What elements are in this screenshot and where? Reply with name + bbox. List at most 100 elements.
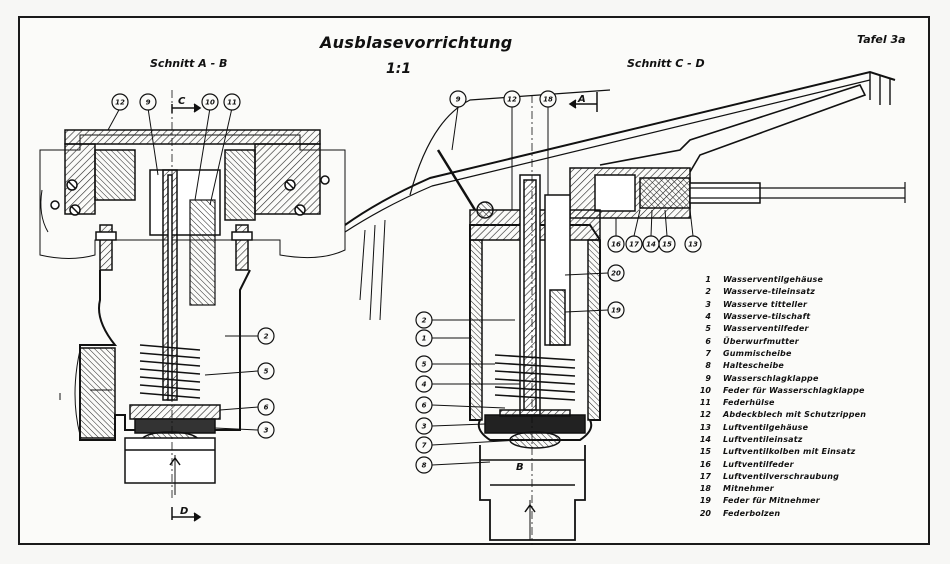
legend-text: Gummischeibe <box>723 348 792 358</box>
callout-number: 5 <box>264 368 269 376</box>
callout-number: 9 <box>146 99 151 107</box>
legend-row: 7 Gummischeibe <box>697 348 925 360</box>
callout-bubble: 10 <box>201 93 219 111</box>
section-label-right: Schnitt C - D <box>627 57 705 70</box>
callout-number: 4 <box>422 381 427 389</box>
legend-text: Luftventilfeder <box>723 459 794 469</box>
callout-bubble: 5 <box>257 362 275 380</box>
legend-number: 8 <box>705 361 711 371</box>
callout-number: 13 <box>688 241 698 249</box>
callout-number: 9 <box>456 96 461 104</box>
legend-number: 12 <box>699 410 711 420</box>
right-section-view <box>344 70 906 545</box>
callout-number: 19 <box>611 307 621 315</box>
callout-bubble: 17 <box>625 235 643 253</box>
callout-bubble: 20 <box>607 264 625 282</box>
legend-text: Wasserve-tileinsatz <box>723 287 816 297</box>
drawing-title: Ausblasevorrichtung <box>320 33 513 52</box>
callout-bubble: 14 <box>642 235 660 253</box>
legend-text: Haltescheibe <box>723 361 785 371</box>
plate-number: Tafel 3a <box>857 33 906 46</box>
callout-bubble: 12 <box>503 90 521 108</box>
right-callouts: 9 12 18 2 1 5 4 6 3 7 8 20 19 16 17 14 1… <box>415 90 702 474</box>
legend-row: 2 Wasserve-tileinsatz <box>697 286 925 298</box>
legend-number: 2 <box>705 287 711 297</box>
callout-bubble: 7 <box>415 436 433 454</box>
left-callouts: 12 9 10 11 2 5 6 3 <box>111 93 275 439</box>
callout-bubble: 2 <box>415 311 433 329</box>
drawing-scale: 1:1 <box>386 61 412 77</box>
callout-number: 5 <box>422 361 427 369</box>
legend-text: Abdeckblech mit Schutzrippen <box>723 410 867 420</box>
legend-row: 13 Luftventilgehäuse <box>697 422 925 434</box>
callout-number: 6 <box>264 404 269 412</box>
legend-row: 8 Haltescheibe <box>697 360 925 372</box>
legend-number: 1 <box>705 275 711 285</box>
legend-text: Luftventilverschraubung <box>723 471 840 481</box>
legend-row: 3 Wasserve titteller <box>697 299 925 311</box>
callout-bubble: 18 <box>539 90 557 108</box>
legend-number: 7 <box>705 348 711 358</box>
section-mark-d: D <box>180 506 188 517</box>
callout-number: 16 <box>611 241 621 249</box>
callout-number: 20 <box>611 270 621 278</box>
legend-number: 18 <box>699 484 711 494</box>
callout-number: 15 <box>662 241 672 249</box>
legend-number: 15 <box>699 447 711 457</box>
legend-number: 3 <box>705 299 711 309</box>
callout-bubble: 1 <box>415 329 433 347</box>
legend-text: Wasserve-tilschaft <box>723 312 811 322</box>
legend-text: Luftventileinsatz <box>723 435 803 444</box>
callout-number: 18 <box>543 96 553 104</box>
callout-bubble: 6 <box>257 398 275 416</box>
callout-bubble: 2 <box>257 327 275 345</box>
callout-bubble: 3 <box>257 421 275 439</box>
legend-number: 13 <box>699 422 711 432</box>
callout-bubble: 4 <box>415 375 433 393</box>
callout-bubble: 12 <box>111 93 129 111</box>
legend-text: Luftventilgehäuse <box>723 422 809 432</box>
legend-text: Wasserschlagklappe <box>723 373 819 383</box>
callout-bubble: 3 <box>415 417 433 435</box>
legend-number: 16 <box>699 459 711 469</box>
callout-bubble: 11 <box>223 93 241 111</box>
legend-number: 9 <box>705 373 711 383</box>
legend-row: 9 Wasserschlagklappe <box>697 372 925 384</box>
legend-row: 10 Feder für Wasserschlagklappe <box>697 385 925 397</box>
callout-bubble: 9 <box>449 90 467 108</box>
legend-text: Federhülse <box>723 398 775 408</box>
section-label-left: Schnitt A - B <box>150 57 228 70</box>
legend-text: Federbolzen <box>723 508 781 518</box>
legend-number: 6 <box>705 336 711 346</box>
callout-number: 12 <box>507 96 517 104</box>
callout-number: 12 <box>115 99 125 107</box>
callout-bubble: 15 <box>658 235 676 253</box>
legend-number: 10 <box>699 385 711 395</box>
legend-number: 4 <box>705 312 711 322</box>
callout-number: 3 <box>264 427 269 435</box>
callout-number: 7 <box>422 442 427 450</box>
legend-row: 16 Luftventilfeder <box>697 458 925 470</box>
legend-row: 4 Wasserve-tilschaft <box>697 311 925 323</box>
callout-number: 10 <box>205 99 215 107</box>
legend-number: 5 <box>705 324 711 334</box>
legend-text: Feder für Mitnehmer <box>723 496 820 506</box>
legend-text: Luftventilkolben mit Einsatz <box>723 447 856 457</box>
legend-text: Mitnehmer <box>723 484 774 494</box>
legend-text: Feder für Wasserschlagklappe <box>723 385 865 395</box>
section-mark-c: C <box>178 96 186 107</box>
callout-bubble: 8 <box>415 456 433 474</box>
callout-bubble: 5 <box>415 355 433 373</box>
callout-number: 3 <box>422 423 427 431</box>
section-mark-b: B <box>516 462 524 473</box>
callout-number: 11 <box>227 99 237 107</box>
legend-text: Wasserve titteller <box>723 299 808 309</box>
